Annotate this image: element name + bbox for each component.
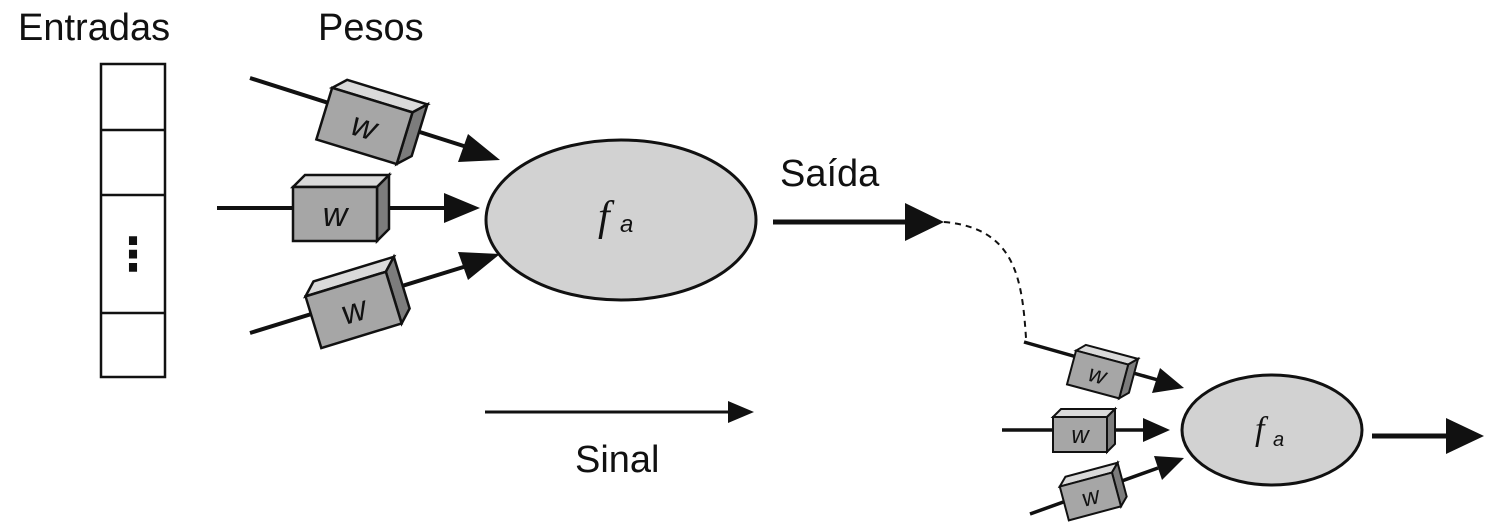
signal-label: Sinal [575,439,660,481]
weight-box-1: w [314,78,431,167]
input-arrowhead [1152,368,1184,393]
weight-label: w [323,196,350,234]
neuron1-inputs [217,76,500,335]
neuron-2-body [1180,373,1364,487]
input-vector: ⋮ [99,62,167,379]
input-vector-frame [99,62,167,379]
weight-box-4: w [1065,343,1141,401]
input-arrowhead [458,134,500,162]
weight-box-2: w [289,171,393,245]
weight-label: w [1071,422,1090,449]
inputs-label: Entradas [18,7,170,49]
input-ellipsis: ⋮ [110,228,156,280]
output-arrowhead [905,203,944,241]
input-arrowhead [458,252,500,280]
neuron-1: f a [484,138,758,302]
weights-label: Pesos [318,7,424,49]
output-label: Saída [780,153,880,195]
activation-function-subscript: a [1273,429,1284,451]
weight-box-3: w [303,253,411,350]
neuron-2: f a [1180,373,1364,487]
signal-arrowhead [728,401,754,423]
input-arrowhead [1143,418,1170,442]
weight-box-5: w [1050,406,1118,455]
input-arrowhead [444,193,480,223]
final-output-arrowhead [1446,418,1484,454]
input-arrowhead [1154,456,1184,480]
activation-function-subscript: a [620,211,633,238]
weight-box-6: w [1057,460,1128,522]
neuron-1-body [484,138,758,302]
dashed-connection [943,221,1027,339]
